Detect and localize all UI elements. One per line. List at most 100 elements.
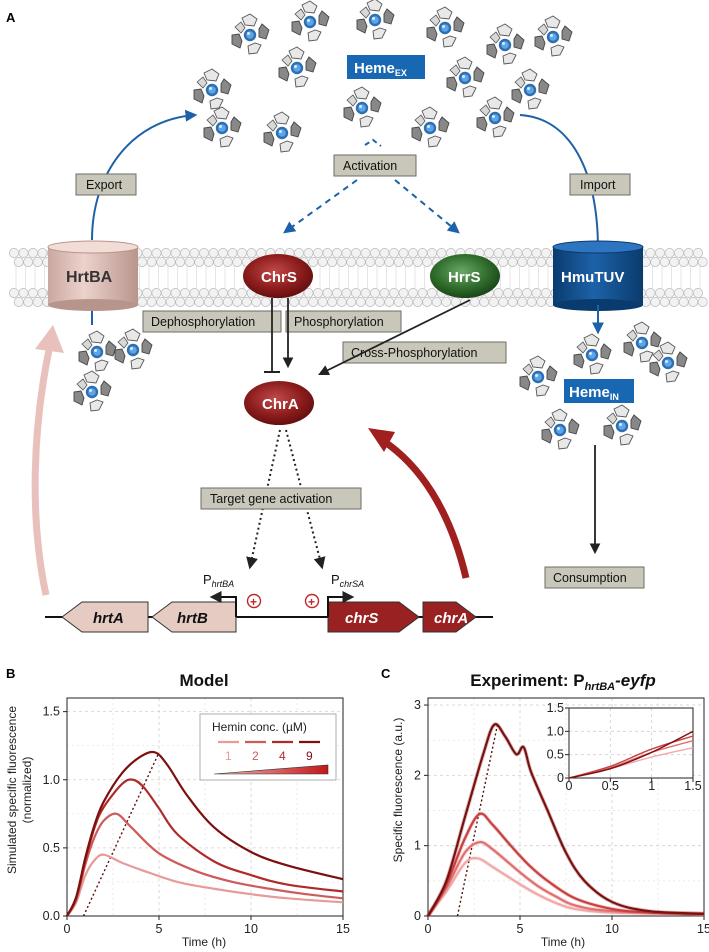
lipid-bead xyxy=(669,297,680,307)
model-title: Model xyxy=(179,671,228,690)
import-box xyxy=(569,173,631,196)
lipid-bead xyxy=(393,257,404,267)
series-line-1 xyxy=(427,856,705,917)
lipid-bead xyxy=(313,288,323,298)
hrtba-label: HrtBA xyxy=(66,269,113,286)
x-tick-label: 5 xyxy=(517,922,524,936)
lipid-bead xyxy=(669,257,680,267)
lipid-bead xyxy=(403,297,414,307)
lipid-bead xyxy=(351,288,361,298)
lipid-bead xyxy=(498,257,509,267)
lipid-bead xyxy=(194,257,205,267)
lipid-bead xyxy=(170,288,181,298)
lipid-bead xyxy=(227,248,238,258)
consumption-box xyxy=(544,566,645,589)
promoter-chrsa: PchrSA xyxy=(331,572,364,589)
lipid-bead xyxy=(645,288,656,298)
series-line-2 xyxy=(427,840,705,917)
experiment-title: Experiment: PhrtBA-eyfp xyxy=(470,671,656,693)
hmutuv-transporter: HmuTUV xyxy=(552,240,644,311)
lipid-bead xyxy=(156,297,167,307)
activation-dash xyxy=(364,138,382,147)
lipid-bead xyxy=(526,257,537,267)
lipid-bead xyxy=(507,297,518,307)
gene-hrtA: hrtA xyxy=(61,601,149,633)
heme-in-label: HemeIN xyxy=(564,379,634,403)
lipid-bead xyxy=(412,257,423,267)
lipid-bead xyxy=(370,248,380,258)
legend-label-4: 4 xyxy=(279,749,286,763)
lipid-bead xyxy=(422,297,433,307)
model-ylabel-1: Simulated specific fluorescence xyxy=(5,706,19,874)
heme-in-main: Heme xyxy=(569,384,610,401)
lipid-bead xyxy=(13,297,24,307)
hmutuv-label: HmuTUV xyxy=(561,269,624,286)
x-tick-label: 0.5 xyxy=(602,779,619,793)
lipid-bead xyxy=(317,257,328,267)
lipid-bead xyxy=(346,257,357,267)
lipid-bead xyxy=(246,248,257,258)
lipid-bead xyxy=(341,288,352,298)
model-xlabel: Time (h) xyxy=(182,935,226,949)
lipid-bead xyxy=(317,297,328,307)
lipid-bead xyxy=(393,297,404,307)
chra-regulator: ChrA xyxy=(244,381,314,425)
lipid-bead xyxy=(541,248,551,258)
axes-frame xyxy=(66,697,344,917)
lipid-bead xyxy=(213,297,224,307)
lipid-bead xyxy=(664,288,675,298)
cross-phosphorylation-label: Cross-Phosphorylation xyxy=(351,346,477,360)
y-tick-label: 1 xyxy=(414,839,421,853)
lipid-bead xyxy=(655,248,665,258)
lipid-bead xyxy=(151,248,162,258)
lipid-bead xyxy=(32,257,43,267)
lipid-bead xyxy=(289,297,300,307)
y-tick-label: 0.5 xyxy=(547,748,564,762)
chrs-label: ChrS xyxy=(261,269,297,286)
lipid-bead xyxy=(298,297,309,307)
lipid-bead xyxy=(384,257,395,267)
lipid-bead xyxy=(142,248,152,258)
lipid-bead xyxy=(488,297,499,307)
legend-label-1: 1 xyxy=(225,749,232,763)
lipid-bead xyxy=(441,297,452,307)
lipid-bead xyxy=(484,248,494,258)
lipid-bead xyxy=(28,288,38,298)
target-gene-label: Target gene activation xyxy=(210,492,332,506)
phosphorylation-label: Phosphorylation xyxy=(294,315,384,329)
lipid-bead xyxy=(203,297,214,307)
lipid-bead xyxy=(23,257,34,267)
y-tick-label: 0 xyxy=(414,909,421,923)
lipid-bead xyxy=(674,248,684,258)
x-tick-label: 0 xyxy=(425,922,432,936)
lipid-bead xyxy=(512,288,523,298)
lipid-bead xyxy=(370,288,380,298)
lipid-bead xyxy=(146,257,157,267)
y-tick-label: 0.0 xyxy=(43,909,60,923)
peak-trend-line xyxy=(456,722,499,917)
lipid-bead xyxy=(351,248,361,258)
export-label: Export xyxy=(86,178,123,192)
lipid-bead xyxy=(341,248,352,258)
lipid-bead xyxy=(536,297,547,307)
target-gene-box xyxy=(200,487,362,510)
lipid-bead xyxy=(688,257,699,267)
lipid-bead xyxy=(655,288,665,298)
lipid-bead xyxy=(531,248,542,258)
lipid-bead xyxy=(13,257,24,267)
dephosphorylation-box xyxy=(142,310,282,333)
feedback-arrowhead-chr xyxy=(368,428,395,452)
lipid-bead xyxy=(384,297,395,307)
activation-label: Activation xyxy=(343,159,397,173)
promoter-hrtba: PhrtBA xyxy=(203,572,234,589)
x-tick-label: 1.5 xyxy=(684,779,701,793)
lipid-bead xyxy=(208,288,219,298)
lipid-bead xyxy=(222,297,233,307)
consumption-label: Consumption xyxy=(553,571,627,585)
y-tick-label: 0.5 xyxy=(43,841,60,855)
y-tick-label: 1.5 xyxy=(43,705,60,719)
cross-phosphorylation-box xyxy=(342,341,507,364)
lipid-bead xyxy=(683,248,694,258)
lipid-bead xyxy=(137,297,148,307)
